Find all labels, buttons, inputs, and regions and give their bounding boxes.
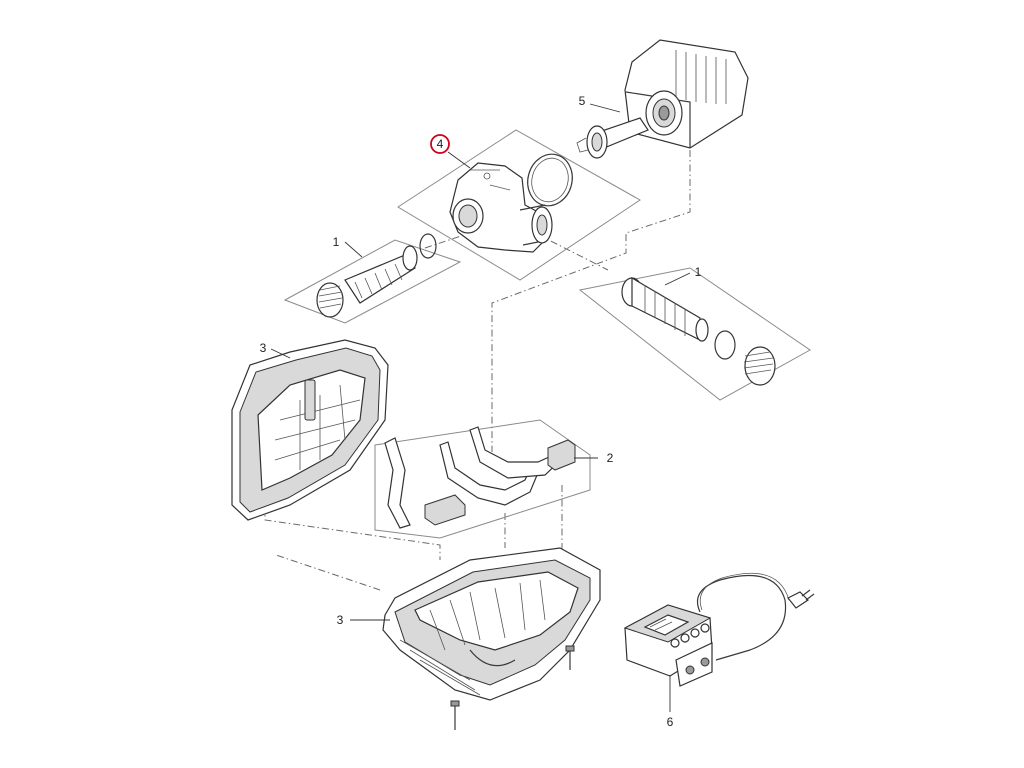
callout-housing-back[interactable]: 3: [260, 341, 267, 355]
pump-chamber[interactable]: [449, 162, 553, 253]
callout-filter-left[interactable]: 1: [333, 235, 340, 249]
filter-right[interactable]: [621, 276, 776, 386]
callout-highlight-ring: [430, 134, 450, 154]
pane-inserts: [374, 419, 591, 539]
pane-filter-right: [578, 267, 811, 401]
rotor[interactable]: [576, 117, 649, 159]
screw-left: [450, 700, 460, 730]
controller[interactable]: [623, 604, 713, 687]
callout-filter-right[interactable]: 1: [695, 265, 702, 279]
o-ring-chamber: [527, 153, 573, 207]
inserts[interactable]: [384, 426, 576, 529]
motor-unit[interactable]: [624, 39, 749, 149]
housing-back[interactable]: [231, 339, 389, 521]
housing-bottom[interactable]: [382, 547, 601, 701]
screw-right: [565, 645, 575, 670]
callout-housing-bottom[interactable]: 3: [337, 613, 344, 627]
controller-cable: [696, 574, 787, 661]
power-plug: [787, 589, 815, 609]
callout-inserts[interactable]: 2: [607, 451, 614, 465]
pane-pump-chamber: [397, 129, 641, 281]
callout-controller[interactable]: 6: [667, 715, 674, 729]
filter-left[interactable]: [316, 233, 437, 318]
callout-rotor[interactable]: 5: [579, 94, 586, 108]
callout-pump-chamber[interactable]: 4: [437, 137, 444, 151]
callout-leaders: [270, 103, 691, 712]
